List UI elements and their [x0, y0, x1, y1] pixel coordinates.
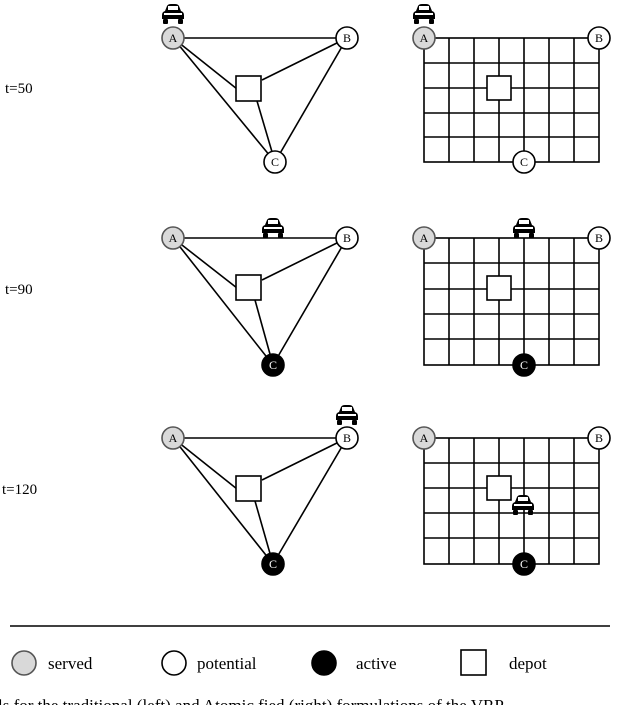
node-a-label: A: [420, 431, 429, 445]
legend-active: active: [356, 654, 397, 673]
row-t120: t=120 A B C: [2, 405, 611, 576]
legend: served potential active depot: [11, 649, 547, 676]
vehicle-icon: [336, 405, 358, 425]
node-c: [261, 552, 285, 576]
traditional-graph: A B C: [161, 4, 359, 174]
node-b: [587, 226, 611, 250]
node-b: [335, 426, 359, 450]
vehicle-icon: [413, 4, 435, 24]
served-swatch: [11, 650, 37, 676]
depot-square: [486, 75, 512, 101]
time-label: t=50: [5, 81, 33, 97]
vehicle-icon: [162, 4, 184, 24]
node-a-label: A: [169, 431, 178, 445]
traditional-graph: A B C: [161, 218, 359, 377]
node-c-label: C: [271, 155, 279, 169]
node-b: [335, 226, 359, 250]
vehicle-icon: [513, 218, 535, 238]
node-a-label: A: [169, 231, 178, 245]
atomic-grid: A B C: [412, 4, 611, 174]
depot-square: [235, 75, 262, 102]
node-a: [161, 426, 185, 450]
node-c-label: C: [269, 557, 277, 571]
atomic-grid: A B C: [412, 426, 611, 576]
legend-served: served: [48, 654, 93, 673]
time-label: t=120: [2, 482, 37, 498]
node-b: [587, 26, 611, 50]
node-a: [161, 226, 185, 250]
node-b-label: B: [343, 231, 351, 245]
row-t90: t=90 A B C: [5, 218, 611, 377]
depot-square: [235, 274, 262, 301]
row-t50: t=50 A B C: [5, 4, 611, 174]
node-c-label: C: [520, 155, 528, 169]
node-b-label: B: [343, 31, 351, 45]
node-b-label: B: [595, 31, 603, 45]
depot-square: [235, 475, 262, 502]
node-c-label: C: [520, 358, 528, 372]
figure-caption: ls for the traditional (left) and Atomic…: [0, 696, 504, 705]
node-c: [512, 552, 536, 576]
time-label: t=90: [5, 282, 33, 298]
potential-swatch: [161, 650, 187, 676]
node-c-label: C: [269, 358, 277, 372]
node-b: [335, 26, 359, 50]
legend-depot: depot: [509, 654, 547, 673]
node-c: [261, 353, 285, 377]
vehicle-icon: [262, 218, 284, 238]
node-b-label: B: [595, 231, 603, 245]
node-a-label: A: [420, 231, 429, 245]
depot-square: [486, 475, 512, 501]
node-b: [587, 426, 611, 450]
atomic-grid: A B C: [412, 218, 611, 377]
node-a: [412, 226, 436, 250]
node-a: [412, 26, 436, 50]
active-swatch: [311, 650, 337, 676]
node-b-label: B: [343, 431, 351, 445]
node-a-label: A: [420, 31, 429, 45]
node-a-label: A: [169, 31, 178, 45]
vehicle-icon: [512, 495, 534, 515]
node-a: [412, 426, 436, 450]
legend-potential: potential: [197, 654, 257, 673]
node-c: [512, 150, 536, 174]
node-a: [161, 26, 185, 50]
node-c: [512, 353, 536, 377]
node-b-label: B: [595, 431, 603, 445]
node-c-label: C: [520, 557, 528, 571]
node-c: [263, 150, 287, 174]
traditional-graph: A B C: [161, 405, 359, 576]
depot-square: [486, 275, 512, 301]
depot-swatch: [460, 649, 487, 676]
